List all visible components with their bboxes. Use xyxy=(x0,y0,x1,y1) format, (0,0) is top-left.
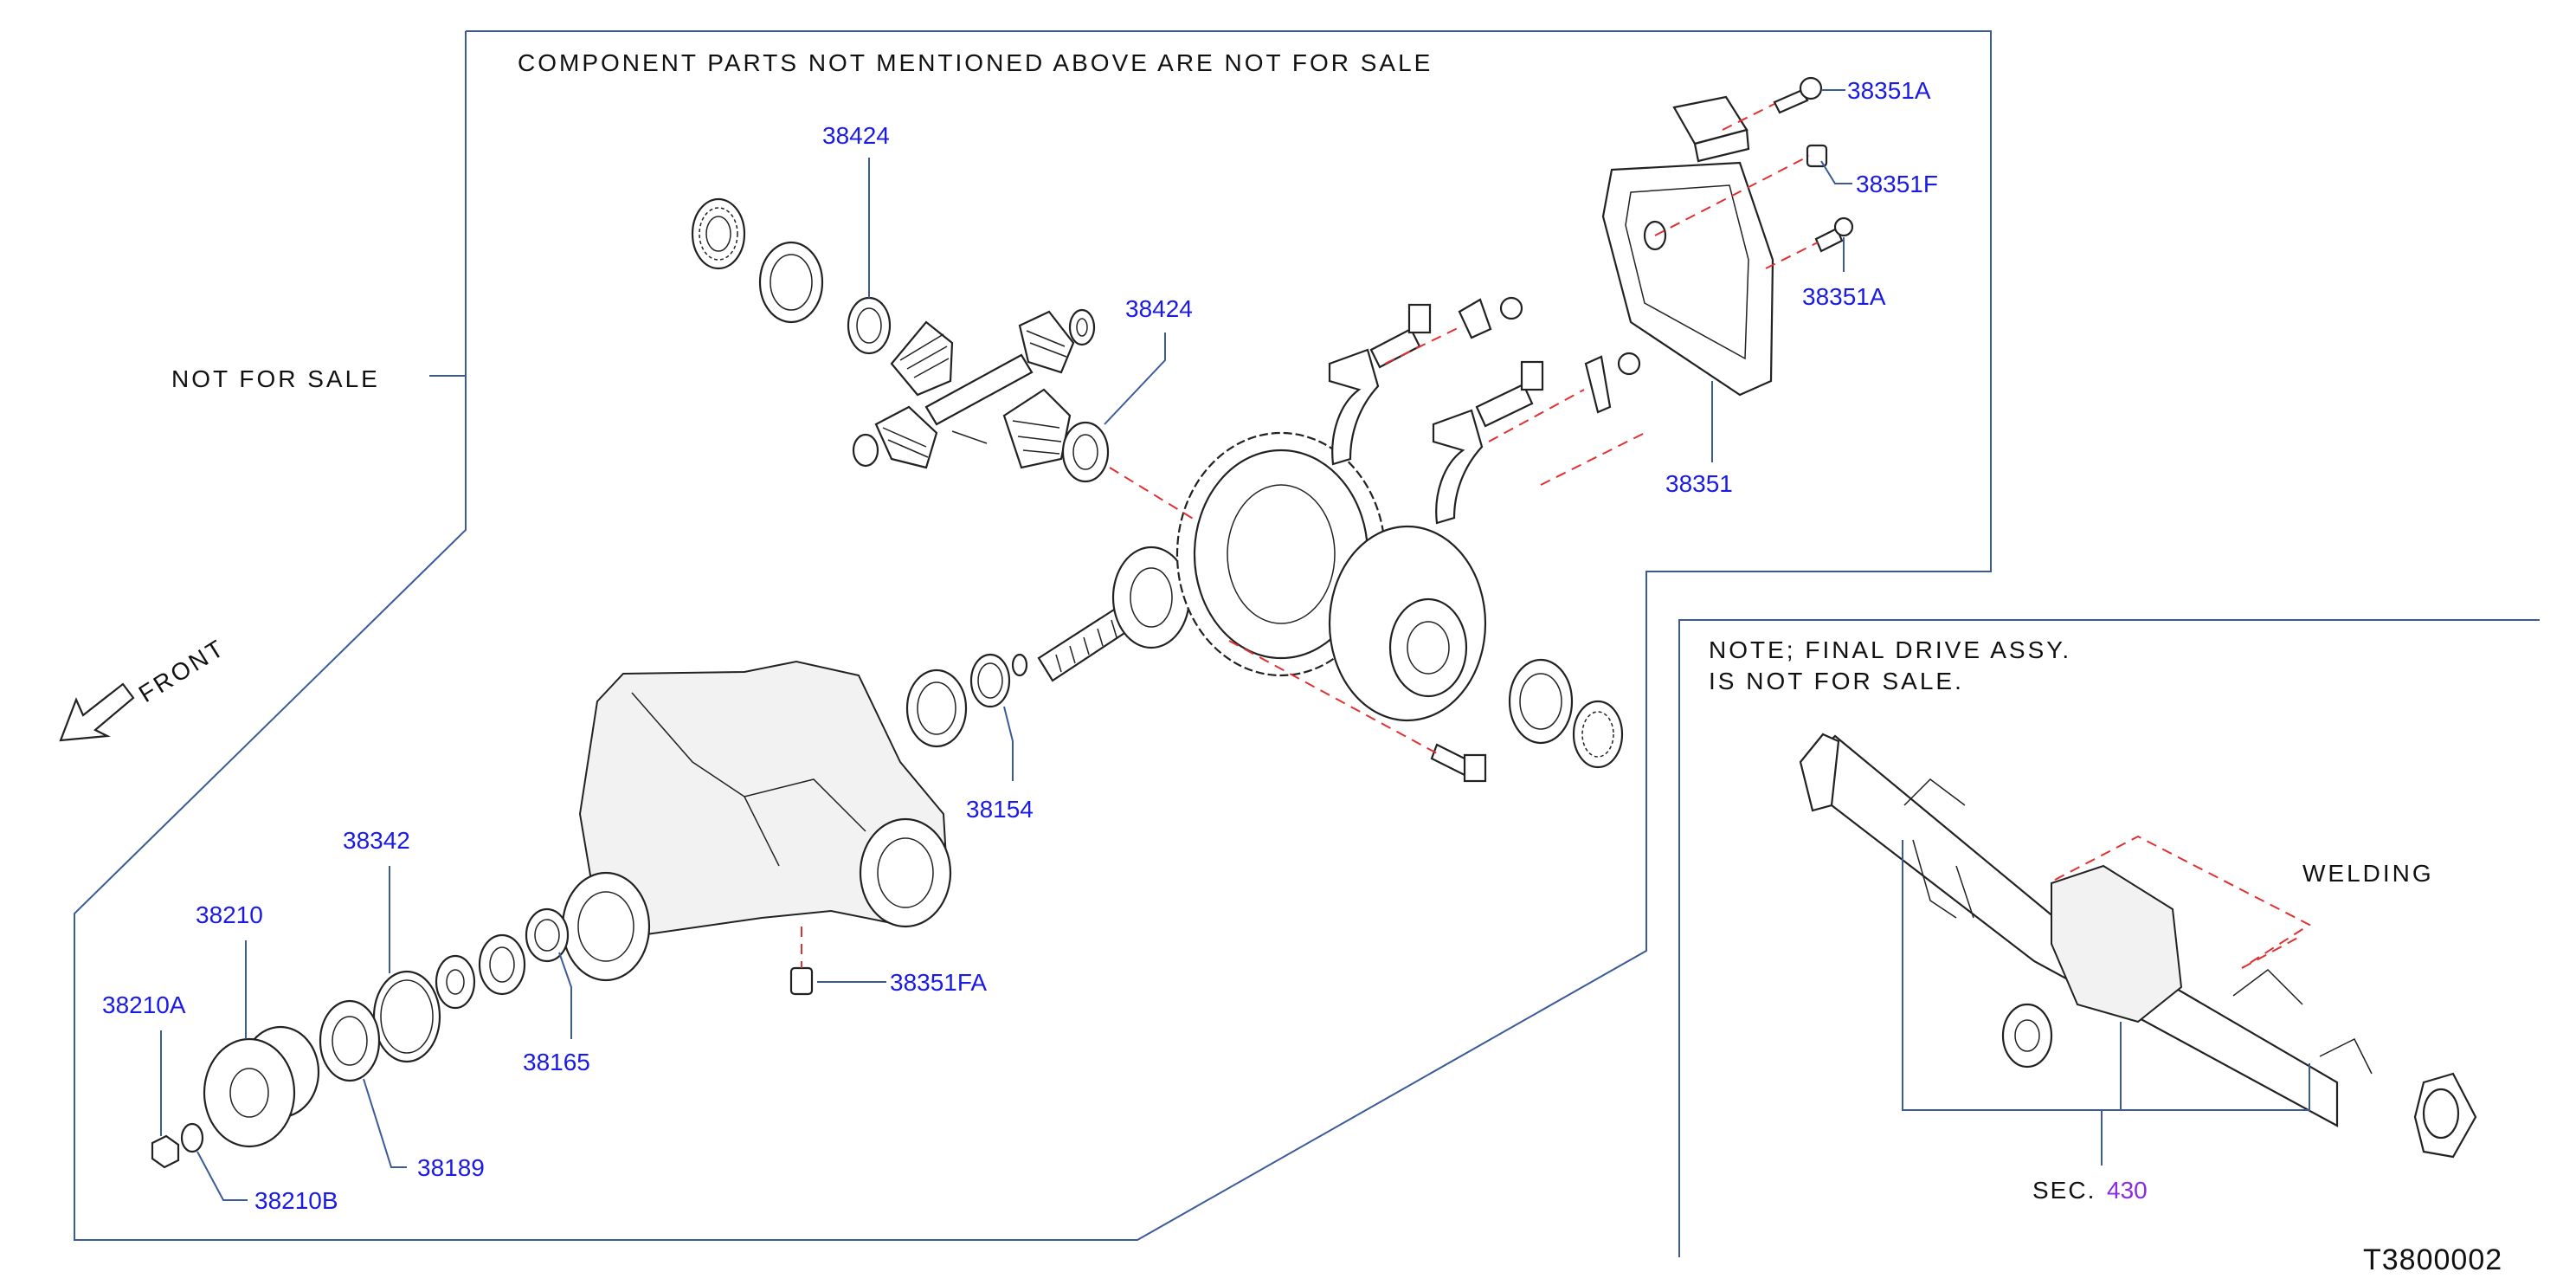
diff-bearing-right-icon xyxy=(1572,700,1624,769)
part-label-38424-mid[interactable]: 38424 xyxy=(1125,295,1193,322)
welding-dashed-lines xyxy=(2054,835,2312,969)
final-drive-note-line1: NOTE; FINAL DRIVE ASSY. xyxy=(1709,636,2071,663)
part-label-38210B[interactable]: 38210B xyxy=(254,1187,338,1214)
leader-38165 xyxy=(558,952,572,1039)
bearing-cap-left-icon xyxy=(1328,296,1523,466)
pinion-bearing-front-icon xyxy=(478,933,526,996)
dust-cover-38189-icon xyxy=(319,999,381,1082)
ring-gear-bolt-icon xyxy=(1430,743,1487,783)
filler-plug-icon xyxy=(1806,144,1828,168)
pinion-shim-icon xyxy=(969,653,1011,708)
differential-case-icon xyxy=(1328,525,1487,722)
part-label-38342[interactable]: 38342 xyxy=(343,827,410,854)
sec-430-link[interactable]: 430 xyxy=(2107,1177,2148,1204)
washer-38210B-icon xyxy=(180,1122,204,1153)
rear-cover-icon xyxy=(1601,161,1774,397)
part-label-38351FA[interactable]: 38351FA xyxy=(890,969,987,996)
cover-bracket-icon xyxy=(1672,95,1750,163)
leader-38424-mid xyxy=(1104,333,1166,425)
bearing-cap-right-icon xyxy=(1432,352,1641,525)
diff-bearing-race-right-icon xyxy=(1508,658,1574,745)
final-drive-note-line2: IS NOT FOR SALE. xyxy=(1709,668,1964,694)
nut-38210A-icon xyxy=(151,1134,180,1169)
cover-bolt-mid-icon xyxy=(1814,216,1854,253)
carrier-housing-icon xyxy=(561,660,952,982)
pinion-gear-upper-icon xyxy=(1018,310,1075,374)
part-label-38210A[interactable]: 38210A xyxy=(102,991,186,1018)
part-label-38165[interactable]: 38165 xyxy=(523,1049,590,1075)
side-gear-left-icon xyxy=(890,320,954,397)
side-gear-right-icon xyxy=(1002,388,1072,469)
cover-bolt-top-icon xyxy=(1773,76,1823,114)
component-parts-note: COMPONENT PARTS NOT MENTIONED ABOVE ARE … xyxy=(518,49,1433,76)
drain-plug-icon xyxy=(789,966,814,996)
front-label: FRONT xyxy=(134,634,230,707)
pinion-gear-lower-icon xyxy=(874,405,938,469)
main-frame xyxy=(74,30,1992,1241)
welding-label: WELDING xyxy=(2302,860,2434,887)
rear-axle-housing-icon xyxy=(1799,733,2477,1159)
oil-seal-38342-icon xyxy=(372,970,441,1063)
part-label-38351F[interactable]: 38351F xyxy=(1856,171,1938,197)
washer-lower-icon xyxy=(852,433,879,468)
part-label-38351A-top[interactable]: 38351A xyxy=(1847,77,1931,104)
sec-430-bracket xyxy=(1902,840,2310,1166)
part-label-38189[interactable]: 38189 xyxy=(417,1154,485,1181)
part-label-38210[interactable]: 38210 xyxy=(196,901,263,928)
spacer-washer-icon xyxy=(435,954,476,1010)
part-label-38351[interactable]: 38351 xyxy=(1665,470,1733,497)
pinion-bearing-icon xyxy=(905,668,968,748)
shim-38424-mid-icon xyxy=(1061,421,1110,483)
sec-prefix-label: SEC. xyxy=(2032,1177,2096,1204)
side-bearing-outer-icon xyxy=(691,197,746,270)
final-drive-frame xyxy=(1678,619,2540,1257)
leader-38210B xyxy=(196,1151,248,1201)
drive-pinion-icon xyxy=(1011,546,1191,682)
side-bearing-race-icon xyxy=(758,241,824,324)
part-label-38154[interactable]: 38154 xyxy=(966,796,1034,823)
pinion-shaft-icon xyxy=(924,353,1034,444)
front-arrow-icon xyxy=(59,682,135,742)
pinion-seal-icon xyxy=(525,907,570,963)
assembly-dashed-lines xyxy=(801,103,1819,968)
shim-38424-top-icon xyxy=(847,296,892,355)
part-label-38351A-mid[interactable]: 38351A xyxy=(1802,283,1886,310)
leader-38351F xyxy=(1820,160,1852,184)
not-for-sale-note: NOT FOR SALE xyxy=(171,365,380,392)
part-label-38424-top[interactable]: 38424 xyxy=(822,122,890,149)
thrust-washer-small-icon xyxy=(1068,308,1096,346)
diagram-code: T3800002 xyxy=(2363,1243,2502,1276)
companion-flange-icon xyxy=(203,1025,320,1148)
leader-38189 xyxy=(363,1078,407,1168)
leader-38154 xyxy=(1003,706,1014,781)
